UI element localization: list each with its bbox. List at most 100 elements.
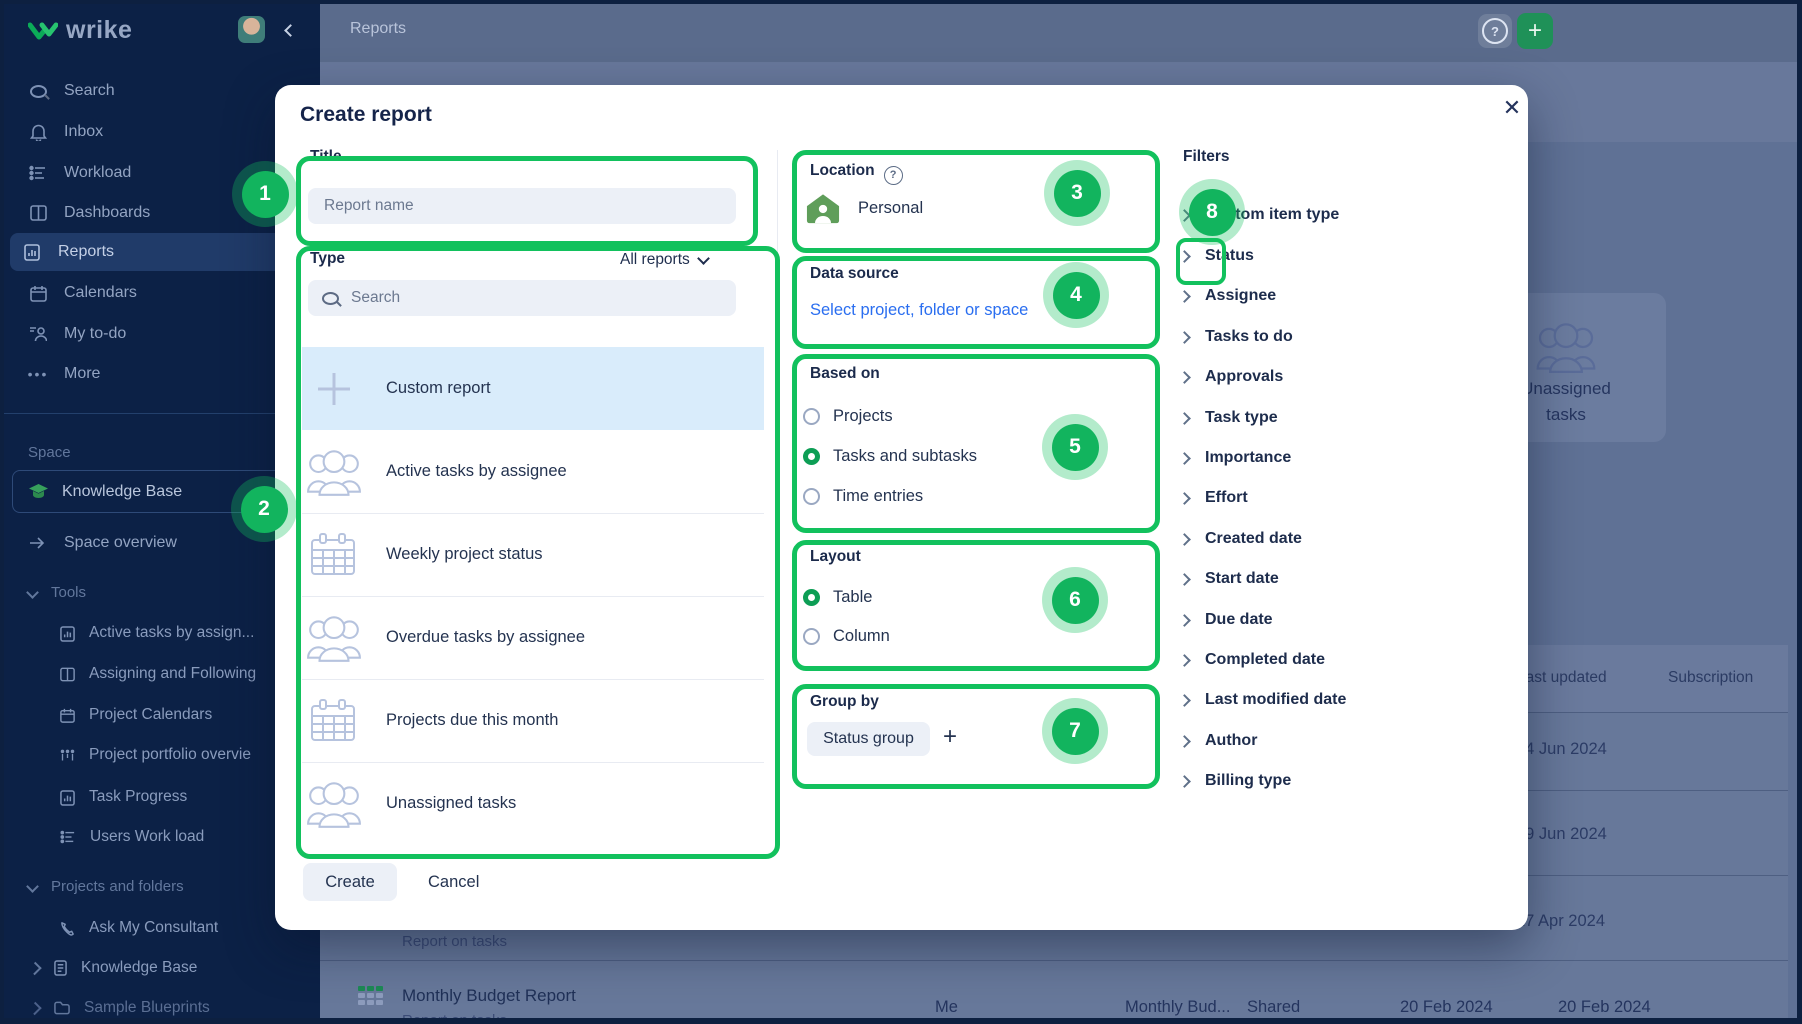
radio-selected-icon	[803, 448, 820, 465]
projects-section-toggle[interactable]: Projects and folders	[26, 878, 184, 895]
radio-projects[interactable]: Projects	[803, 407, 893, 426]
radio-tasks-and-subtasks[interactable]: Tasks and subtasks	[803, 447, 977, 466]
table-row-date: 19 Jun 2024	[1516, 825, 1607, 843]
chevron-right-icon	[1178, 613, 1191, 627]
close-icon[interactable]: ✕	[1502, 95, 1522, 120]
add-group-by-icon[interactable]: +	[943, 723, 958, 750]
report-icon	[60, 789, 75, 806]
chevron-right-icon	[1178, 532, 1191, 546]
report-table-icon	[358, 986, 384, 1008]
chevron-right-icon	[1178, 249, 1191, 263]
sidebar-tool-item[interactable]: Task Progress	[60, 779, 310, 815]
select-data-source-link[interactable]: Select project, folder or space	[810, 301, 1029, 319]
create-button[interactable]: Create	[303, 863, 397, 901]
column-header-subscription[interactable]: Subscription	[1668, 669, 1754, 686]
arrow-right-icon	[28, 536, 48, 550]
annotation-badge-7: 7	[1042, 698, 1108, 764]
filter-effort[interactable]: Effort	[1178, 483, 1248, 513]
radio-time-entries[interactable]: Time entries	[803, 487, 923, 506]
radio-icon	[803, 408, 820, 425]
window-edge	[0, 0, 4, 1024]
cancel-button[interactable]: Cancel	[428, 872, 480, 891]
chevron-right-icon	[1178, 330, 1191, 344]
sidebar-item-my-todo[interactable]: My to-do	[16, 315, 304, 353]
wrike-logo[interactable]: wrike	[28, 16, 132, 45]
filter-due-date[interactable]: Due date	[1178, 605, 1273, 635]
location-value[interactable]: Personal	[806, 193, 923, 224]
top-bar	[320, 0, 1802, 62]
people-icon	[302, 614, 366, 662]
type-item-unassigned-tasks[interactable]: Unassigned tasks	[302, 762, 764, 845]
people-icon	[302, 448, 366, 496]
graduation-cap-icon	[29, 484, 48, 499]
create-new-button[interactable]: +	[1517, 13, 1553, 49]
phone-icon	[60, 921, 75, 936]
sidebar-project-item[interactable]: Knowledge Base	[30, 950, 310, 986]
filter-custom-item-type[interactable]: Custom item type	[1178, 200, 1339, 230]
calendar-icon	[302, 698, 366, 744]
type-item-weekly-status[interactable]: Weekly project status	[302, 513, 764, 596]
annotation-badge-3: 3	[1044, 160, 1110, 226]
collapse-sidebar-icon[interactable]	[284, 22, 297, 40]
sidebar-tool-item[interactable]: Active tasks by assign...	[60, 615, 310, 651]
sidebar-item-search[interactable]: Search	[16, 72, 304, 110]
filter-task-type[interactable]: Task type	[1178, 403, 1278, 433]
space-section-label: Space	[28, 444, 71, 461]
report-created-date: 20 Feb 2024	[1400, 998, 1493, 1016]
chevron-right-icon	[1178, 370, 1191, 384]
type-item-projects-due[interactable]: Projects due this month	[302, 679, 764, 762]
filter-tasks-to-do[interactable]: Tasks to do	[1178, 322, 1293, 352]
type-filter-dropdown[interactable]: All reports	[620, 251, 710, 269]
sidebar-item-space-overview[interactable]: Space overview	[16, 524, 304, 562]
report-sharing: Shared	[1247, 998, 1301, 1016]
report-title-input[interactable]	[322, 196, 722, 216]
sidebar-item-dashboards[interactable]: Dashboards	[16, 194, 304, 232]
sidebar-tool-item[interactable]: Assigning and Following	[60, 656, 310, 692]
column-header-last-updated[interactable]: Last updated	[1517, 669, 1607, 686]
sidebar-item-calendars[interactable]: Calendars	[16, 274, 304, 312]
dashboard-icon	[60, 667, 75, 682]
chevron-right-icon	[1178, 693, 1191, 707]
filter-billing-type[interactable]: Billing type	[1178, 766, 1291, 796]
type-item-overdue-tasks[interactable]: Overdue tasks by assignee	[302, 596, 764, 679]
sidebar-divider	[0, 413, 320, 414]
annotation-badge-4: 4	[1043, 262, 1109, 328]
sidebar-project-item[interactable]: Sample Blueprints	[30, 990, 310, 1024]
report-title[interactable]: Monthly Budget Report	[402, 986, 576, 1005]
sidebar-tool-item[interactable]: Users Work load	[60, 819, 310, 855]
group-by-chip[interactable]: Status group	[807, 722, 930, 756]
filter-created-date[interactable]: Created date	[1178, 524, 1302, 554]
type-search-input[interactable]	[349, 288, 722, 308]
filter-completed-date[interactable]: Completed date	[1178, 645, 1325, 675]
filter-status[interactable]: Status	[1178, 241, 1254, 271]
filter-start-date[interactable]: Start date	[1178, 564, 1279, 594]
sidebar-item-more[interactable]: ••• More	[27, 365, 101, 382]
type-item-custom-report[interactable]: Custom report	[302, 347, 764, 430]
sidebar-item-workload[interactable]: Workload	[16, 154, 304, 192]
calendar-icon	[302, 532, 366, 578]
chevron-right-icon	[1178, 411, 1191, 425]
sidebar-item-inbox[interactable]: Inbox	[16, 113, 304, 151]
sidebar-tool-item[interactable]: Project Calendars	[60, 697, 310, 733]
avatar[interactable]	[238, 16, 265, 43]
reports-icon	[22, 243, 42, 261]
sidebar-tool-item[interactable]: Project portfolio overvie	[60, 737, 310, 773]
filter-assignee[interactable]: Assignee	[1178, 281, 1276, 311]
filter-importance[interactable]: Importance	[1178, 443, 1291, 473]
filter-last-modified-date[interactable]: Last modified date	[1178, 685, 1346, 715]
sidebar-item-reports[interactable]: Reports	[10, 233, 310, 271]
radio-column[interactable]: Column	[803, 627, 890, 646]
type-search-field[interactable]	[308, 280, 736, 316]
filter-approvals[interactable]: Approvals	[1178, 362, 1283, 392]
filter-author[interactable]: Author	[1178, 726, 1257, 756]
annotation-badge-6: 6	[1042, 567, 1108, 633]
list-divider	[302, 513, 764, 514]
sidebar-project-item[interactable]: Ask My Consultant	[60, 910, 310, 946]
tools-section-toggle[interactable]: Tools	[26, 584, 86, 601]
type-item-active-tasks[interactable]: Active tasks by assignee	[302, 430, 764, 513]
card-title-line2: tasks	[1546, 405, 1586, 424]
report-title-field[interactable]	[308, 188, 736, 224]
radio-table[interactable]: Table	[803, 588, 872, 607]
help-button[interactable]: ?	[1478, 14, 1512, 48]
chevron-right-icon	[1178, 653, 1191, 667]
